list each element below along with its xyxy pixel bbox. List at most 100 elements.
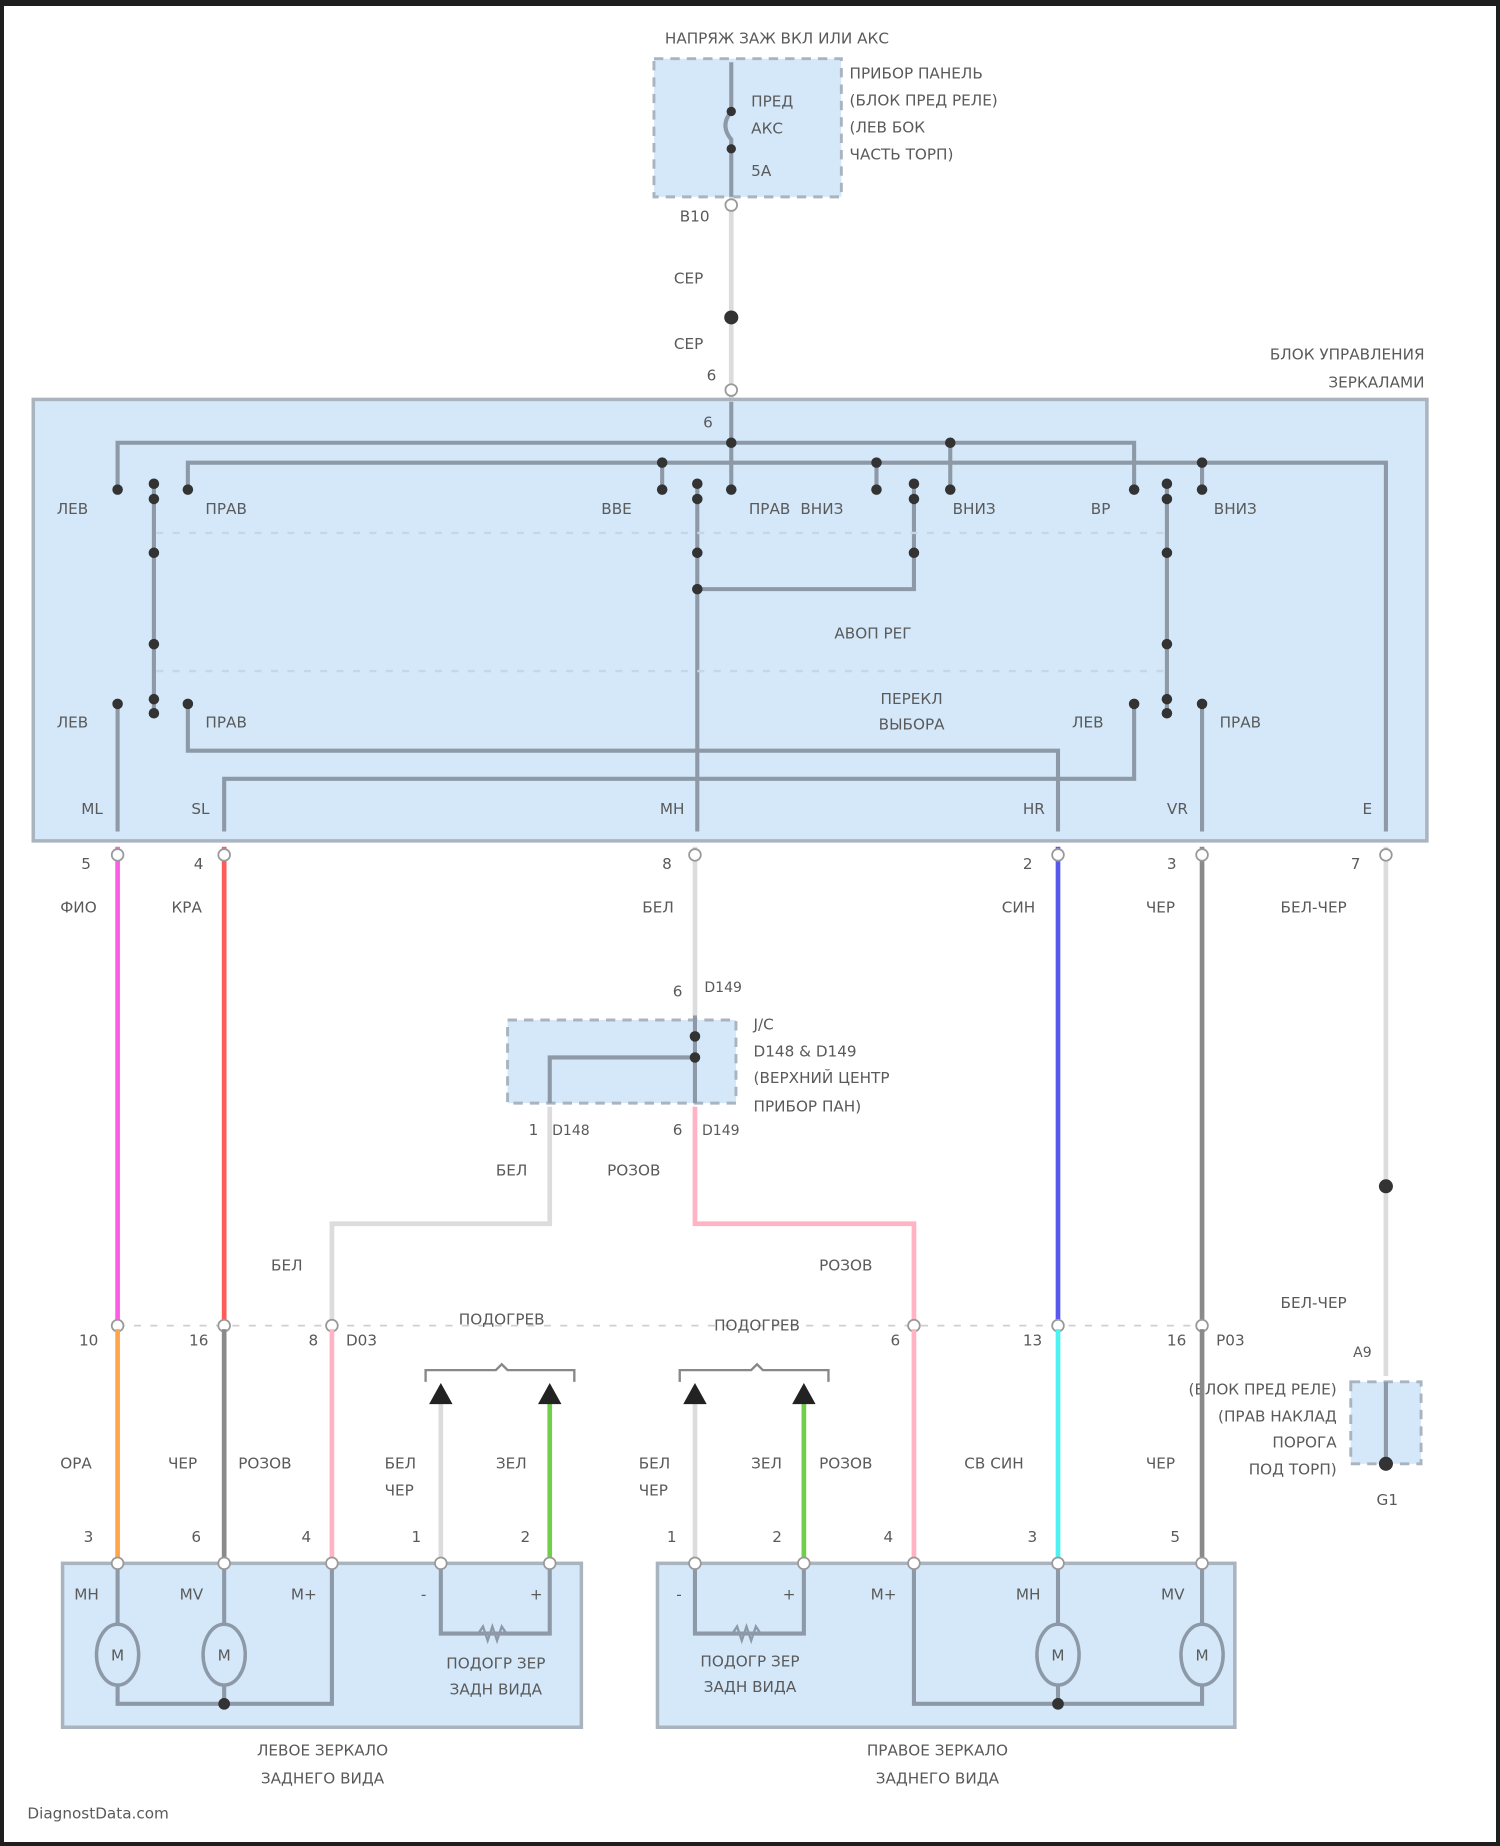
switch-label: ПРАВ	[749, 500, 790, 518]
junction-desc: (ВЕРХНИЙ ЦЕНТР	[754, 1068, 890, 1087]
wire-label: БЕЛ-ЧЕР	[1281, 898, 1347, 916]
ground-desc: ПОД ТОРП)	[1249, 1460, 1337, 1478]
connector-id: D149	[702, 1123, 740, 1139]
watermark: DiagnostData.com	[27, 1805, 168, 1823]
pin-number: 7	[1351, 855, 1361, 873]
switch-label: ВР	[1091, 500, 1111, 518]
fuse-label: ПРЕД	[751, 93, 793, 111]
switch-label: ВНИЗ	[800, 500, 843, 518]
switch-label: ВНИЗ	[953, 500, 996, 518]
wire-label: РОЗОВ	[819, 1257, 872, 1275]
wire-label: БЕЛ	[639, 1454, 671, 1472]
switch-label: ЛЕВ	[57, 713, 89, 731]
terminal-label: МН	[1016, 1586, 1041, 1604]
connector-id: D03	[346, 1332, 377, 1350]
wire-label: РОЗОВ	[238, 1454, 291, 1472]
control-unit-title: БЛОК УПРАВЛЕНИЯ	[1270, 346, 1425, 364]
terminal-label: М+	[291, 1586, 317, 1604]
fuse-location: (ЛЕВ БОК	[850, 118, 926, 136]
pin-number: 2	[772, 1528, 782, 1546]
wire-label: ЧЕР	[1146, 1454, 1175, 1472]
pin-number: 13	[1023, 1332, 1042, 1350]
ground-point	[1379, 1457, 1393, 1471]
svg-text:M: M	[1051, 1647, 1064, 1665]
junction-desc: D148 & D149	[754, 1042, 857, 1060]
pin-number: 8	[308, 1332, 318, 1350]
ground-desc: (ПРАВ НАКЛАД	[1218, 1408, 1337, 1426]
ground-desc: (БЛОК ПРЕД РЕЛЕ)	[1189, 1381, 1337, 1399]
control-unit-title: ЗЕРКАЛАМИ	[1328, 374, 1424, 392]
pin-number: 3	[1167, 855, 1177, 873]
pin-number: 2	[1023, 855, 1033, 873]
terminal-label: МL	[81, 800, 103, 818]
pin-number: 3	[1028, 1528, 1038, 1546]
pin-number: 3	[84, 1528, 94, 1546]
junction-connector	[508, 1020, 736, 1103]
terminal-label: VR	[1167, 800, 1188, 818]
switch-label: ЛЕВ	[57, 500, 89, 518]
pin-number: 4	[301, 1528, 311, 1546]
pin-number: 6	[703, 414, 713, 432]
pin-number: 6	[673, 983, 683, 1001]
pin-number: 6	[191, 1528, 201, 1546]
svg-text:M: M	[1195, 1647, 1208, 1665]
diagram-canvas: НАПРЯЖ ЗАЖ ВКЛ ИЛИ АКС ПРЕД АКС 5А ПРИБО…	[4, 6, 1496, 1842]
wire-label: РОЗОВ	[607, 1162, 660, 1180]
terminal-label: МН	[74, 1586, 99, 1604]
heater-bracket	[680, 1364, 829, 1382]
heater-bracket	[426, 1364, 575, 1382]
heater-label: ПОДОГРЕВ	[714, 1316, 800, 1334]
motor-icon: M	[97, 1624, 139, 1685]
supply-title: НАПРЯЖ ЗАЖ ВКЛ ИЛИ АКС	[665, 29, 889, 47]
wire-label: БЕЛ-ЧЕР	[1281, 1294, 1347, 1312]
pin-number: 6	[707, 367, 717, 385]
pin-number: 16	[189, 1332, 208, 1350]
pin-number: 1	[412, 1528, 422, 1546]
switch-label: ПРАВ	[205, 500, 246, 518]
motor-icon: M	[1037, 1624, 1079, 1685]
selector-label: ВЫБОРА	[879, 716, 945, 734]
left-mirror-caption: ЛЕВОЕ ЗЕРКАЛО	[257, 1741, 388, 1759]
ground-desc: ПОРОГА	[1272, 1433, 1337, 1451]
wire-label: ЗЕЛ	[751, 1454, 782, 1472]
heater-label: ПОДОГР ЗЕР	[700, 1652, 799, 1670]
pin-number: 10	[79, 1332, 98, 1350]
pin-number: 1	[529, 1121, 539, 1139]
switch-label: ПРАВ	[205, 713, 246, 731]
fuse-label: АКС	[751, 120, 783, 138]
terminal-label: М+	[871, 1586, 897, 1604]
pin-number: 1	[667, 1528, 677, 1546]
terminal-label: +	[783, 1586, 796, 1604]
connector-id: D149	[704, 980, 742, 996]
switch-label: ВНИЗ	[1214, 500, 1257, 518]
wire-label: СИН	[1002, 898, 1035, 916]
wire-label: СЕР	[674, 335, 703, 353]
wire-label: СЕР	[674, 270, 703, 288]
heater-label: ПОДОГРЕВ	[459, 1310, 545, 1328]
switch-label: ЛЕВ	[1072, 713, 1104, 731]
wire-label: ЧЕР	[168, 1454, 197, 1472]
connector-id: D148	[552, 1123, 590, 1139]
pin-number: 4	[884, 1528, 894, 1546]
wire-label: ЧЕР	[385, 1481, 414, 1499]
wire-label: ОРА	[60, 1454, 92, 1472]
wire-label: РОЗОВ	[819, 1454, 872, 1472]
fuse-box	[654, 59, 841, 197]
terminal-label: SL	[191, 800, 210, 818]
fuse-location: ЧАСТЬ ТОРП)	[850, 145, 954, 163]
terminal-label: МV	[180, 1586, 204, 1604]
pin-number: А9	[1353, 1345, 1372, 1361]
fuse-location: ПРИБОР ПАНЕЛЬ	[850, 65, 983, 83]
pin-number: 6	[673, 1121, 683, 1139]
right-mirror-caption: ЗАДНЕГО ВИДА	[876, 1769, 1000, 1787]
svg-text:M: M	[218, 1647, 231, 1665]
wire-label: СВ СИН	[964, 1454, 1023, 1472]
terminal-label: Е	[1362, 800, 1372, 818]
connector-arrow-icon	[429, 1383, 815, 1404]
connector-id: B10	[680, 207, 710, 225]
pin-number: 4	[194, 855, 204, 873]
wire-label: ФИО	[60, 898, 96, 916]
ground-id: G1	[1377, 1491, 1398, 1509]
wire-label: ЧЕР	[1146, 898, 1175, 916]
